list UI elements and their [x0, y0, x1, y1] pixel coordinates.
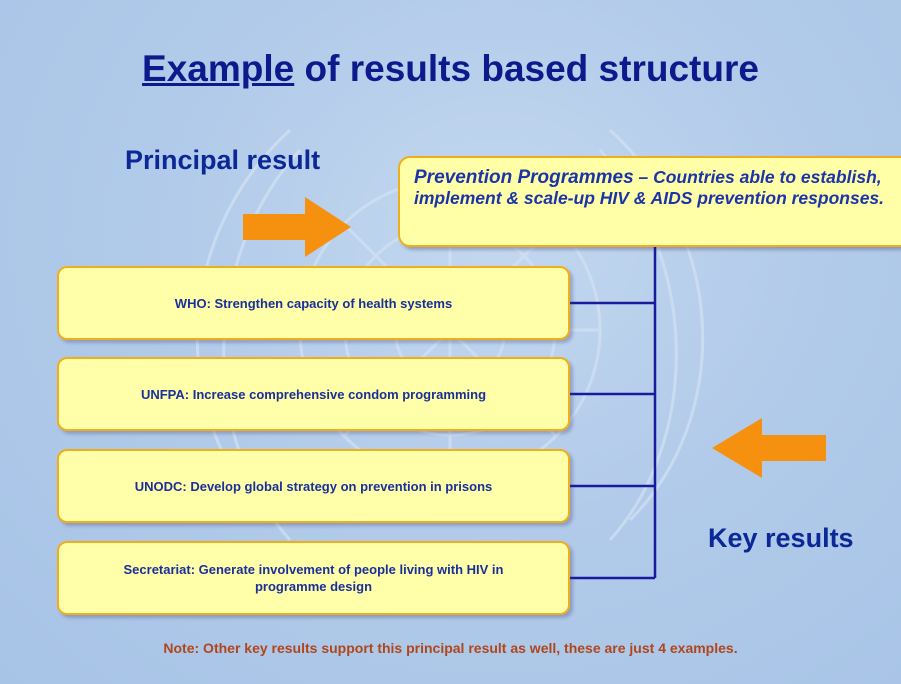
principal-result-body: – Countries able to establish, implement… [414, 167, 885, 208]
principal-result-text: Prevention Programmes – Countries able t… [414, 167, 901, 209]
right-arrow-icon [243, 197, 351, 257]
key-result-box-who: WHO: Strengthen capacity of health syste… [57, 266, 570, 340]
key-results-label: Key results [708, 523, 854, 553]
principal-result-heading: Prevention Programmes [414, 167, 634, 188]
key-result-text: Secretariat: Generate involvement of peo… [123, 562, 504, 594]
key-result-text: UNFPA: Increase comprehensive condom pro… [140, 386, 487, 402]
key-result-box-unodc: UNODC: Develop global strategy on preven… [57, 449, 570, 523]
key-result-box-secretariat: Secretariat: Generate involvement of peo… [57, 541, 570, 615]
principal-result-label: Principal result [125, 145, 321, 175]
title-rest: of results based structure [304, 48, 759, 89]
title-underlined-word: Example [142, 48, 295, 89]
key-result-text: WHO: Strengthen capacity of health syste… [174, 295, 453, 311]
key-result-text: UNODC: Develop global strategy on preven… [134, 478, 493, 494]
key-result-box-unfpa: UNFPA: Increase comprehensive condom pro… [57, 357, 570, 431]
slide-title: Example of results based structure [0, 48, 901, 90]
left-arrow-icon [712, 418, 826, 478]
footnote: Note: Other key results support this pri… [163, 640, 738, 656]
principal-result-box: Prevention Programmes – Countries able t… [398, 156, 901, 247]
